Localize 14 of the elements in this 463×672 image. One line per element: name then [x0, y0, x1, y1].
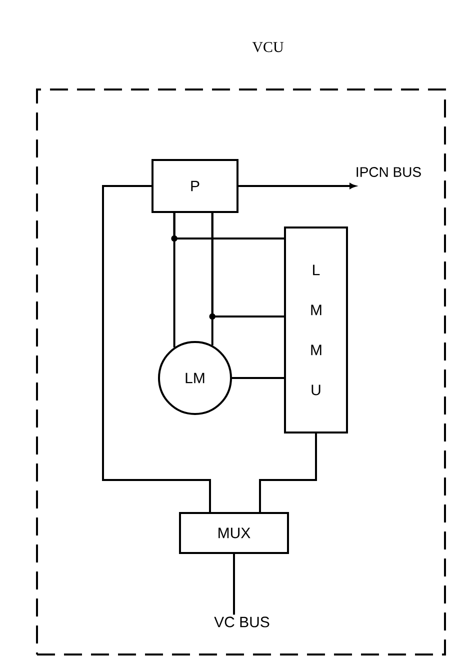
block-box: MUX	[179, 512, 289, 554]
node-label: VCU	[252, 42, 284, 52]
bus-label: VC BUS	[214, 616, 270, 628]
connector	[209, 213, 284, 320]
connector	[171, 213, 284, 242]
connector	[102, 185, 211, 512]
connector	[238, 183, 356, 189]
connector	[259, 434, 317, 512]
edge-label: IPCN BUS	[354, 166, 423, 178]
unit-box: L M M U	[284, 226, 348, 434]
connector	[232, 377, 284, 379]
block-box: P	[152, 159, 238, 213]
circle-node: LM	[158, 341, 232, 415]
connector	[233, 554, 235, 615]
